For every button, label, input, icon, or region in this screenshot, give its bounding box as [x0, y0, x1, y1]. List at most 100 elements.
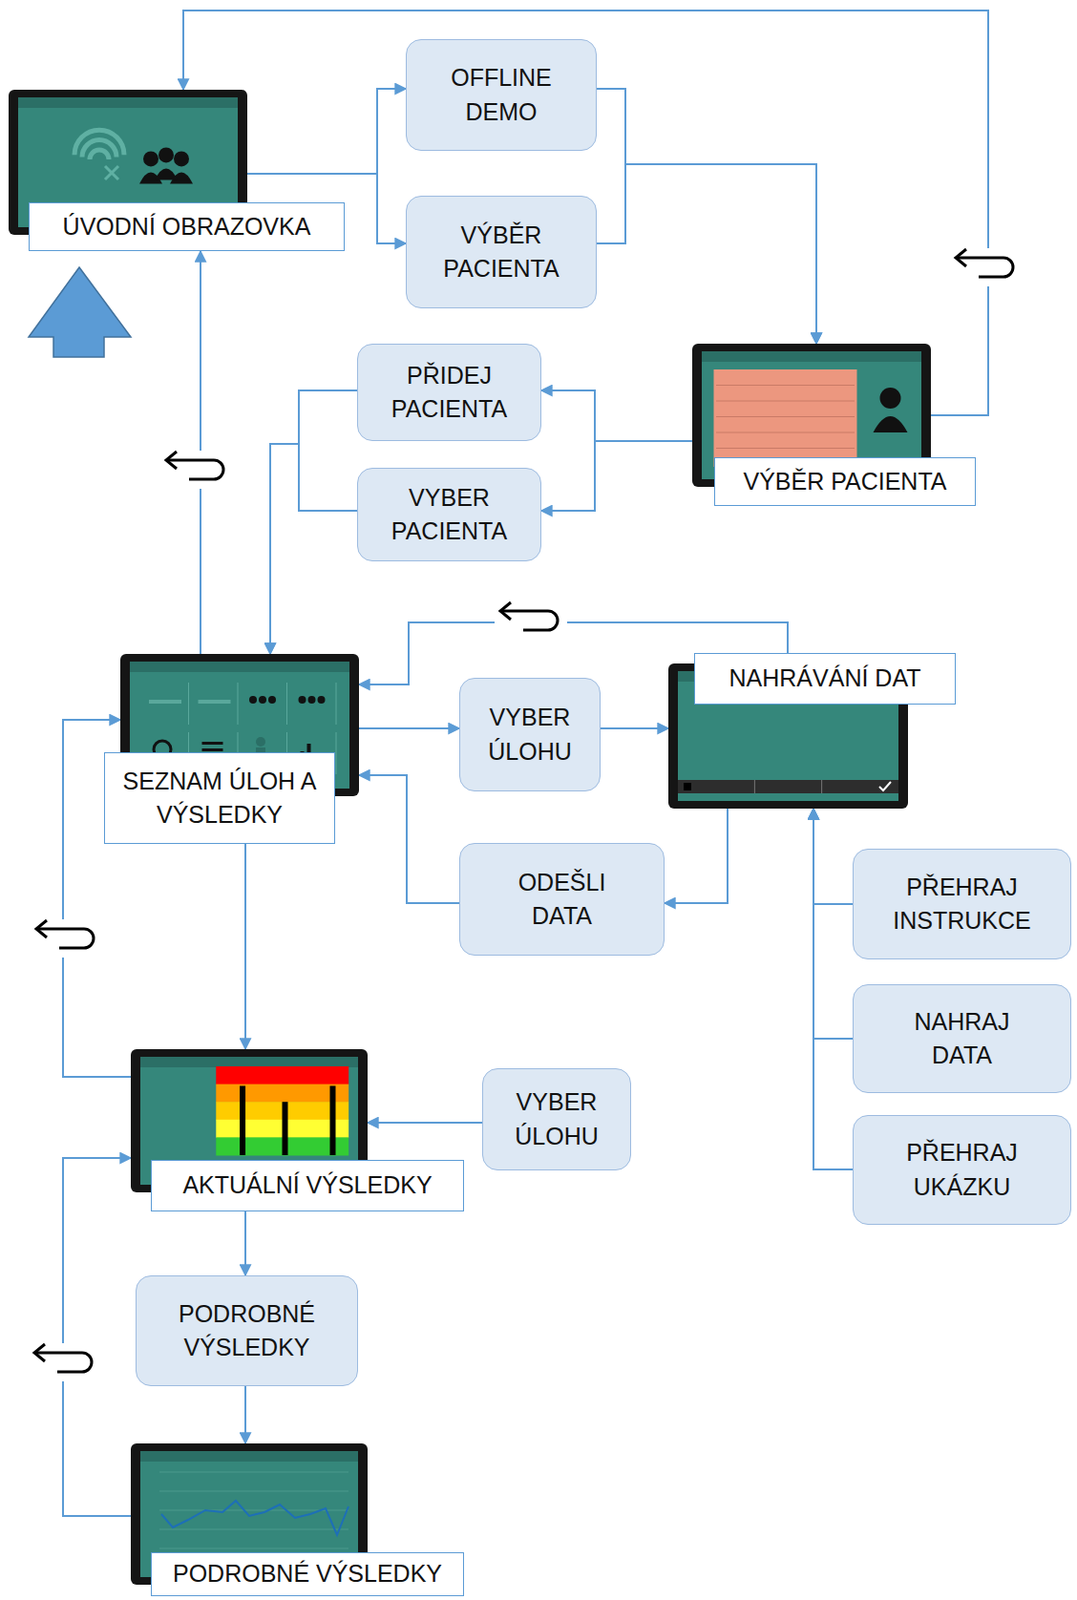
result-bar: [281, 1101, 288, 1156]
task-cell: [237, 682, 239, 725]
button-divider: [754, 780, 756, 794]
title-bar: [140, 1056, 359, 1068]
screen-node: NAHRÁVÁNÍ DAT: [668, 653, 956, 809]
check-icon: [879, 781, 891, 791]
task-icon: [268, 696, 276, 704]
task-icon: [258, 696, 267, 704]
stop-icon: [683, 782, 692, 791]
task-icon: [298, 696, 307, 704]
title-bar: [701, 351, 922, 362]
result-bar: [239, 1085, 246, 1156]
flow-arrow: [247, 88, 406, 174]
result-bar: [329, 1085, 336, 1156]
back-symbol: [28, 1343, 102, 1382]
screen-node: SEZNAM ÚLOH A VÝSLEDKY: [104, 654, 359, 845]
task-cell: [336, 682, 338, 725]
screen-label: ÚVODNÍ OBRAZOVKA: [28, 202, 345, 252]
people-icon: [143, 150, 159, 167]
flow-arrow: [244, 1386, 247, 1444]
list-divider: [716, 432, 855, 434]
process-box: ODEŠLI DATA: [459, 843, 665, 956]
task-icon: [317, 696, 326, 704]
people-icon: [173, 150, 190, 167]
flow-arrow: [813, 808, 853, 905]
list-divider: [716, 447, 855, 449]
node-label: NAHRAJ DATA: [890, 1005, 1035, 1074]
node-label: VYBER ÚLOHU: [469, 700, 591, 769]
flow-arrow: [359, 775, 460, 904]
result-band: [215, 1066, 349, 1085]
task-icon: [202, 748, 224, 752]
grid-line: [159, 1491, 349, 1493]
node-label: SEZNAM ÚLOH A VÝSLEDKY: [112, 764, 327, 833]
process-box: OFFLINE DEMO: [405, 39, 597, 151]
grid-line: [159, 1472, 349, 1474]
grid-line: [159, 1529, 349, 1531]
screen-label: VÝBĚR PACIENTA: [714, 457, 976, 507]
screen-label: NAHRÁVÁNÍ DAT: [694, 653, 956, 705]
people-icon: [158, 147, 174, 163]
title-bar: [129, 661, 350, 673]
flow-arrow: [270, 390, 358, 655]
result-band: [215, 1084, 349, 1103]
node-label: PŘEHRAJ UKÁZKU: [881, 1136, 1044, 1204]
wifi-off-mark: [105, 166, 119, 180]
screen-node: PODROBNÉ VÝSLEDKY: [130, 1443, 465, 1597]
flow-arrow: [244, 844, 247, 1050]
node-label: VYBER PACIENTA: [368, 481, 531, 550]
button-bar: [677, 780, 899, 794]
title-bar: [140, 1451, 359, 1462]
process-box: PŘIDEJ PACIENTA: [357, 343, 542, 442]
process-box: VÝBĚR PACIENTA: [405, 195, 597, 309]
screen-label: SEZNAM ÚLOH A VÝSLEDKY: [104, 752, 336, 845]
wifi-icon: [89, 149, 109, 160]
task-cell: [336, 732, 338, 775]
node-label: PŘIDEJ PACIENTA: [368, 359, 531, 427]
back-symbol: [950, 248, 1023, 287]
list-divider: [716, 416, 855, 418]
flow-arrow: [244, 1211, 247, 1276]
node-label: VÝBĚR PACIENTA: [742, 464, 947, 500]
process-box: PŘEHRAJ INSTRUKCE: [852, 848, 1072, 960]
title-bar: [18, 97, 238, 108]
back-symbol: [160, 450, 233, 489]
list-divider: [716, 401, 855, 402]
process-box: VYBER PACIENTA: [357, 467, 542, 562]
task-icon: [148, 699, 182, 704]
back-symbol: [30, 919, 104, 958]
node-label: PŘEHRAJ INSTRUKCE: [881, 870, 1044, 939]
list-divider: [716, 384, 855, 386]
flow-arrow: [541, 390, 693, 442]
process-box: VYBER ÚLOHU: [459, 677, 601, 792]
task-cell: [188, 682, 190, 725]
grid-line: [159, 1548, 349, 1550]
flow-arrow: [600, 727, 669, 730]
start-arrow: [28, 267, 131, 358]
screen-label: AKTUÁLNÍ VÝSLEDKY: [150, 1160, 465, 1212]
node-label: ÚVODNÍ OBRAZOVKA: [63, 210, 312, 245]
task-icon: [249, 696, 257, 704]
node-label: NAHRÁVÁNÍ DAT: [729, 661, 922, 697]
node-label: VÝBĚR PACIENTA: [420, 218, 583, 287]
screen-label: PODROBNÉ VÝSLEDKY: [150, 1552, 465, 1597]
task-icon: [202, 741, 224, 745]
node-label: PODROBNÉ VÝSLEDKY: [166, 1297, 329, 1366]
person-icon: [880, 387, 902, 409]
task-icon: [308, 696, 317, 704]
task-icon: [255, 737, 266, 747]
flow-arrow: [596, 88, 817, 344]
screen-node: ÚVODNÍ OBRAZOVKA: [8, 89, 345, 252]
flow-arrow: [541, 441, 693, 511]
task-icon: [198, 699, 232, 704]
node-label: VYBER ÚLOHU: [492, 1085, 621, 1154]
screen-node: VÝBĚR PACIENTA: [692, 343, 976, 507]
process-box: VYBER ÚLOHU: [482, 1068, 632, 1171]
flow-arrow: [367, 1121, 483, 1124]
back-symbol: [494, 601, 568, 640]
node-label: ODEŠLI DATA: [490, 865, 634, 934]
result-line: [161, 1500, 349, 1536]
screen-node: AKTUÁLNÍ VÝSLEDKY: [130, 1049, 465, 1212]
node-label: OFFLINE DEMO: [420, 61, 583, 129]
flow-arrow: [270, 443, 358, 655]
